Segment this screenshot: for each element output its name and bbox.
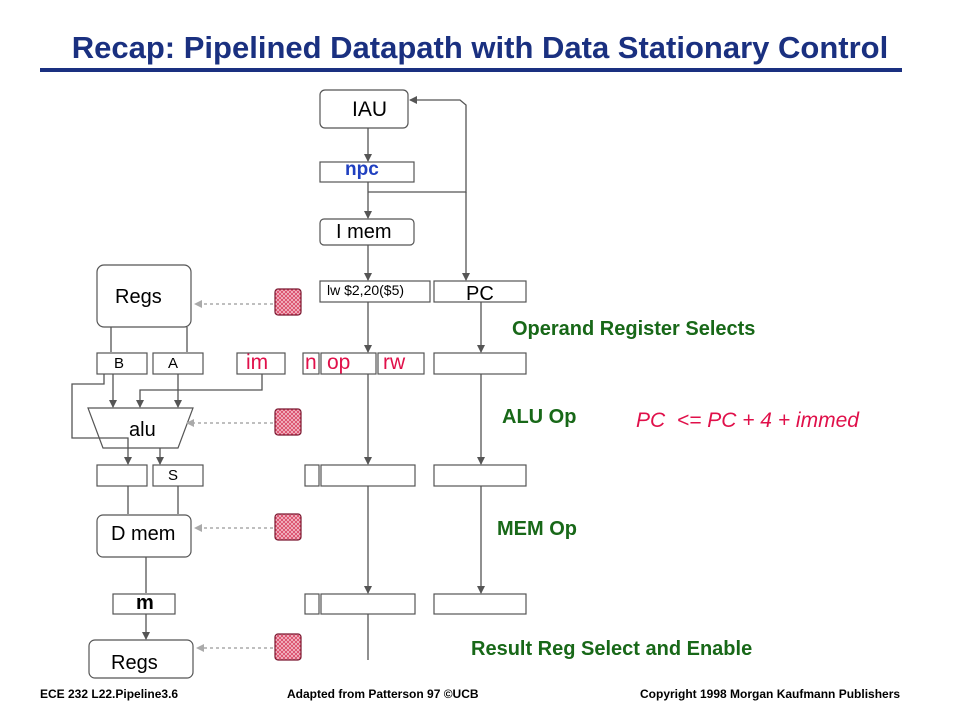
imem-label: I mem: [336, 221, 392, 243]
alu-op-label: ALU Op: [502, 406, 577, 428]
imem-box: [319, 218, 415, 246]
operand-register-selects-label: Operand Register Selects: [512, 318, 756, 340]
title-underline: [40, 68, 902, 72]
footer-left: ECE 232 L22.Pipeline3.6: [40, 687, 179, 701]
npc-label: npc: [345, 159, 379, 180]
pc-label: PC: [466, 283, 494, 305]
instruction-register: [319, 280, 431, 303]
dmem-box: [96, 514, 192, 558]
ctrl-register-2: [320, 464, 416, 487]
regs-top-label: Regs: [115, 286, 162, 308]
npc-register: [319, 161, 415, 183]
op-field: [320, 352, 377, 375]
alu-label: alu: [129, 419, 156, 441]
ctrl-small-register-2: [304, 464, 320, 487]
m-label: m: [136, 592, 154, 614]
footer-center: Adapted from Patterson 97 ©UCB: [287, 687, 479, 701]
regs-top-box: [96, 264, 192, 328]
rw-label: rw: [383, 351, 406, 374]
a-label: A: [168, 355, 179, 372]
control-box-mem: [274, 513, 302, 541]
regs-bottom-box: [88, 639, 194, 679]
n-field: [302, 352, 320, 375]
page-title: Recap: Pipelined Datapath with Data Stat…: [71, 30, 889, 65]
n-label: n: [305, 351, 317, 374]
ctrl-small-register-3: [304, 593, 320, 615]
control-box-alu: [274, 408, 302, 436]
wire-b-bypass: [71, 374, 132, 465]
mem-op-label: MEM Op: [497, 518, 577, 540]
regs-bottom-label: Regs: [111, 652, 158, 674]
control-box-result: [274, 633, 302, 661]
dmem-label: D mem: [111, 523, 176, 545]
op-label: op: [327, 351, 351, 374]
im-field: [236, 352, 286, 375]
pc-update-equation: PC <= PC + 4 + immed: [636, 409, 859, 432]
footer-right: Copyright 1998 Morgan Kaufmann Publisher…: [640, 687, 901, 701]
result-reg-select-label: Result Reg Select and Enable: [471, 638, 753, 660]
s-label: S: [168, 467, 179, 484]
b-label: B: [114, 355, 125, 372]
iau-label: IAU: [352, 98, 388, 121]
instruction-label: lw $2,20($5): [327, 282, 405, 298]
ctrl-register-3: [320, 593, 416, 615]
pc-register: [433, 280, 527, 303]
control-box-operand: [274, 288, 302, 316]
im-label: im: [246, 351, 269, 374]
wire-im-alu: [136, 374, 263, 408]
m-register: [112, 593, 176, 615]
wire-npc-feedback: [368, 96, 467, 193]
pc-pipe-register-1: [433, 352, 527, 375]
b-register: [96, 352, 148, 375]
pc-pipe-register-2: [433, 464, 527, 487]
rw-field: [377, 352, 425, 375]
iau-box: [319, 89, 409, 129]
bypass-register: [96, 464, 148, 487]
pc-pipe-register-3: [433, 593, 527, 615]
